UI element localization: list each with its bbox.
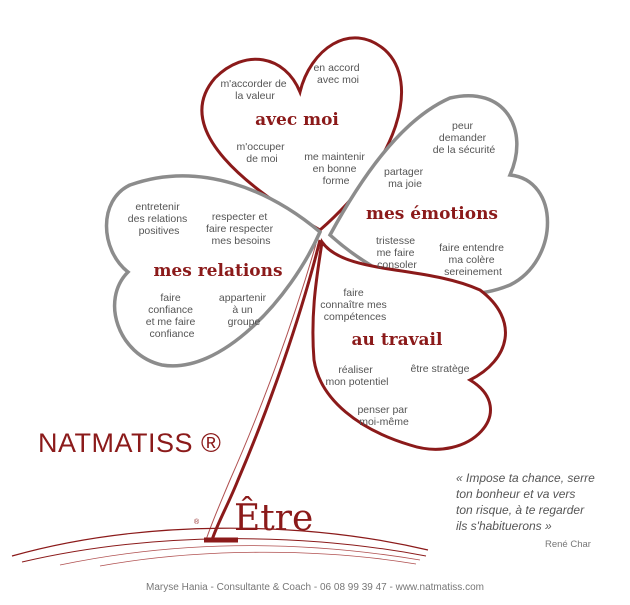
ground-swoosh xyxy=(59,545,421,566)
leaf-item: m'occuper de moi xyxy=(236,141,287,165)
leaf-item: entretenir des relations positives xyxy=(128,201,190,237)
small-reg-mark: ® xyxy=(194,519,200,526)
heading-avec-moi: avec moi xyxy=(255,110,339,130)
leaf-item: faire confiance et me faire confiance xyxy=(146,292,199,340)
leaf-item: partager ma joie xyxy=(384,166,426,190)
leaf-avec-moi xyxy=(200,36,404,232)
leaf-item: peur demander de la sécurité xyxy=(433,120,496,156)
leaf-item: me maintenir en bonne forme xyxy=(304,151,368,187)
quote-author: René Char xyxy=(545,539,591,550)
leaf-item: être stratège xyxy=(411,363,470,375)
leaf-item: réaliser mon potentiel xyxy=(325,364,388,388)
quote-line: ton bonheur et va vers xyxy=(456,487,576,501)
leaf-item: faire connaître mes compétences xyxy=(320,287,389,323)
heading-mes-relations: mes relations xyxy=(153,261,282,281)
quote-line: « Impose ta chance, serre xyxy=(456,471,595,485)
footer-contact: Maryse Hania - Consultante & Coach - 06 … xyxy=(146,582,484,593)
brand-reg-mark: ® xyxy=(201,428,222,458)
quote-line: ils s'habituerons » xyxy=(456,519,552,533)
brand-text: NATMATISS xyxy=(38,428,194,458)
heading-au-travail: au travail xyxy=(352,330,443,350)
quote: « Impose ta chance, serre ton bonheur et… xyxy=(456,470,606,534)
leaf-item: m'accorder de la valeur xyxy=(220,78,289,102)
stem-shadow xyxy=(205,243,317,541)
stem xyxy=(210,239,322,541)
leaf-item: en accord avec moi xyxy=(313,62,362,86)
leaf-item: tristesse me faire consoler xyxy=(376,235,418,271)
heading-mes-emotions: mes émotions xyxy=(366,204,498,224)
page-title: Être xyxy=(234,498,314,539)
leaf-item: penser par moi-même xyxy=(357,404,410,428)
ground-swoosh xyxy=(11,527,429,557)
leaf-au-travail xyxy=(311,238,507,451)
leaf-item: respecter et faire respecter mes besoins xyxy=(206,211,276,247)
leaf-item: faire entendre ma colère sereinement xyxy=(439,242,507,278)
leaf-mes-relations xyxy=(104,174,323,368)
leaf-item: appartenir à un groupe xyxy=(219,292,269,328)
quote-line: ton risque, à te regarder xyxy=(456,503,585,517)
brand-name: NATMATISS ® xyxy=(38,428,221,459)
ground-swoosh xyxy=(99,551,417,567)
